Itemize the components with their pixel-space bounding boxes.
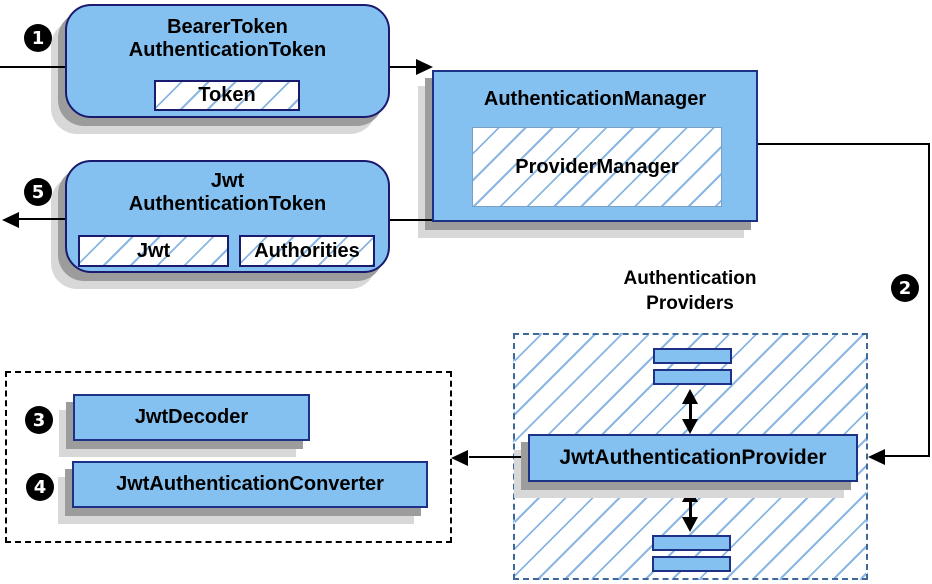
step-2-badge: 2 xyxy=(891,274,919,302)
manager-to-jwt-token-line xyxy=(390,219,432,221)
bearer-token-authentication-token-node: BearerToken AuthenticationToken Token xyxy=(65,4,390,118)
bearer-token-title-line1: BearerToken xyxy=(167,16,288,38)
authentication-manager-title: AuthenticationManager xyxy=(483,88,707,110)
authentication-manager-node: AuthenticationManager ProviderManager xyxy=(432,70,758,222)
authentication-providers-label-line1: Authentication xyxy=(623,268,757,289)
authentication-providers-label: Authentication Providers xyxy=(580,266,800,316)
provider-manager-label: ProviderManager xyxy=(515,155,679,178)
node-title: Jwt AuthenticationToken xyxy=(67,162,388,216)
arrow-down-icon xyxy=(682,517,698,532)
provider-placeholder-bar xyxy=(653,348,732,364)
provider-placeholder-bar xyxy=(652,556,731,572)
provider-placeholder-bar xyxy=(653,369,732,385)
token-field: Token xyxy=(154,80,300,111)
arrow-left-icon xyxy=(451,450,468,466)
step-3-badge: 3 xyxy=(25,406,53,434)
manager-to-provider-line-top xyxy=(758,143,930,145)
step-1-badge: 1 xyxy=(24,24,52,52)
jwt-decoder-node: JwtDecoder xyxy=(73,394,310,441)
jwt-authentication-provider-label: JwtAuthenticationProvider xyxy=(559,446,827,469)
arrow-up-icon xyxy=(682,389,698,404)
authorities-field-label: Authorities xyxy=(254,239,360,262)
authorities-field: Authorities xyxy=(239,235,375,267)
step-5-badge: 5 xyxy=(24,178,52,206)
jwt-field: Jwt xyxy=(78,235,229,267)
provider-to-converters-line xyxy=(469,456,521,458)
manager-to-provider-line-bottom xyxy=(884,455,930,457)
bearer-to-manager-line xyxy=(390,66,418,68)
arrow-left-icon xyxy=(2,212,19,228)
arrow-left-icon xyxy=(868,449,885,465)
jwt-token-title-line1: Jwt xyxy=(210,170,245,192)
provider-placeholder-bar xyxy=(652,535,731,551)
authentication-providers-label-line2: Providers xyxy=(646,293,734,314)
jwt-field-label: Jwt xyxy=(136,239,171,262)
token-field-label: Token xyxy=(198,84,256,106)
arrow-down-icon xyxy=(682,419,698,434)
jwt-authentication-token-node: Jwt AuthenticationToken Jwt Authorities xyxy=(65,160,390,273)
providers-link-line xyxy=(689,400,692,422)
providers-link-line xyxy=(689,498,692,520)
jwt-authentication-provider-node: JwtAuthenticationProvider xyxy=(528,434,858,482)
jwt-authentication-converter-node: JwtAuthenticationConverter xyxy=(72,461,428,508)
jwt-token-title-line2: AuthenticationToken xyxy=(128,193,327,215)
manager-to-provider-line-vertical xyxy=(928,143,930,457)
outgoing-result-line xyxy=(16,218,65,220)
step-4-badge: 4 xyxy=(26,473,54,501)
jwt-authentication-converter-label: JwtAuthenticationConverter xyxy=(116,473,384,495)
jwt-decoder-label: JwtDecoder xyxy=(134,406,249,428)
arrow-up-icon xyxy=(682,487,698,502)
bearer-token-title-line2: AuthenticationToken xyxy=(128,39,327,61)
incoming-request-line xyxy=(0,66,65,68)
node-title: BearerToken AuthenticationToken xyxy=(67,6,388,62)
arrow-right-icon xyxy=(416,59,433,75)
provider-manager-box: ProviderManager xyxy=(472,127,722,207)
